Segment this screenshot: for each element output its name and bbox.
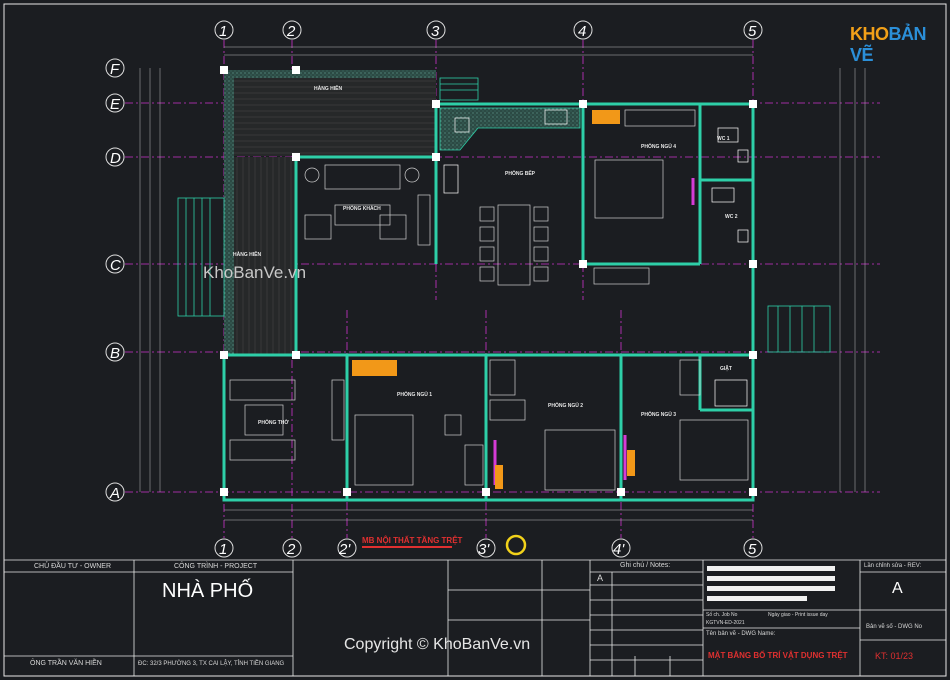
owner-label: CHỦ ĐẦU TƯ - OWNER [34, 563, 112, 570]
bedroom-4-furniture [592, 109, 696, 285]
north-arrow-icon [505, 534, 527, 556]
grid-col-top-1: 1 [219, 23, 227, 40]
grid-col-bottom-2p: 2' [338, 541, 351, 558]
grid-row-E: E [110, 96, 121, 113]
title-block-redacted-3 [707, 586, 835, 591]
title-block-redacted-2 [707, 576, 835, 581]
grid-col-top-4: 4 [578, 23, 586, 40]
grid-row-A: A [109, 485, 120, 502]
grid-col-top-5: 5 [748, 23, 757, 40]
project-label: CÔNG TRÌNH - PROJECT [174, 563, 258, 570]
room-label-kitchen: PHÒNG BẾP [505, 169, 536, 177]
living-room-furniture [304, 164, 431, 246]
grid-row-D: D [110, 150, 121, 167]
structural-columns [220, 66, 757, 496]
notes-rev: A [597, 573, 604, 583]
owner-name: ÔNG TRẦN VĂN HIỀN [30, 660, 102, 667]
rev-label: Lần chỉnh sửa - REV: [864, 563, 922, 569]
steps-top [439, 77, 479, 101]
dwg-name: MẶT BẰNG BỐ TRÍ VẬT DỤNG TRỆT [708, 651, 848, 660]
steps-left [177, 197, 225, 317]
grid-bubbles-bottom: 1 2 2' 3' 4' 5 [214, 538, 763, 558]
room-label-wc2: WC 2 [725, 214, 738, 220]
room-label-bedroom-4: PHÒNG NGỦ 4 [641, 142, 676, 150]
altar-room-furniture [229, 379, 345, 461]
rev-value: A [892, 580, 903, 597]
dimension-lines [139, 46, 866, 521]
title-block-redacted-4 [707, 596, 807, 601]
project-address: ĐC: 32/3 PHƯỜNG 3, TX CAI LẬY, TỈNH TIỀN… [138, 661, 285, 667]
dwg-no: KT: 01/23 [875, 651, 914, 661]
porch-stone-edge-top [224, 70, 436, 78]
steps-right [767, 305, 831, 353]
bedroom-2-furniture [489, 359, 616, 491]
drawing-title-underline [362, 546, 452, 548]
room-label-altar: PHÒNG THỜ [258, 418, 289, 426]
site-logo: KHOBẢN VẼ [850, 24, 927, 65]
grid-row-F: F [110, 61, 120, 78]
job-no: KGTVN-ED-2021 [706, 620, 745, 626]
watermark-mid: KhoBanVe.vn [203, 263, 306, 282]
notes-label: Ghi chú / Notes: [620, 562, 671, 569]
bedroom-3-furniture [623, 359, 749, 481]
copyright-watermark: Copyright © KhoBanVe.vn [344, 636, 531, 653]
title-block-redacted-1 [707, 566, 835, 571]
job-no-label: Số ch. Job No [706, 612, 738, 618]
grid-col-bottom-2: 2 [286, 541, 296, 558]
grid-row-B: B [110, 345, 120, 362]
grid-col-bottom-3p: 3' [478, 541, 490, 558]
wc-fixtures [711, 127, 749, 243]
porch-left-deck [224, 157, 296, 355]
laundry-machine [714, 379, 748, 407]
grid-col-bottom-1: 1 [219, 541, 227, 558]
room-label-bedroom-2: PHÒNG NGỦ 2 [548, 401, 583, 409]
dwg-name-label: Tên bản vẽ - DWG Name: [706, 631, 776, 637]
grid-col-bottom-4p: 4' [613, 541, 625, 558]
room-label-living: PHÒNG KHÁCH [343, 204, 381, 212]
drawing-title: MB NỘI THẤT TẦNG TRỆT [362, 535, 463, 545]
title-block-frame [4, 559, 946, 676]
room-label-bedroom-1: PHÒNG NGỦ 1 [397, 390, 432, 398]
room-label-bedroom-3: PHÒNG NGỦ 3 [641, 410, 676, 418]
grid-bubbles-top: 1 2 3 4 5 [214, 20, 763, 40]
grid-col-bottom-5: 5 [748, 541, 757, 558]
room-label-porch-left: HÀNG HIÊN [233, 250, 261, 258]
room-label-porch-top: HÀNG HIÊN [314, 84, 342, 92]
grid-row-C: C [110, 257, 121, 274]
grid-col-top-3: 3 [431, 23, 440, 40]
room-label-laundry: GIẶT [720, 365, 732, 372]
grid-bubbles-left: F E D C B A [105, 58, 125, 502]
dining-table [479, 204, 549, 286]
porch-top-deck [224, 70, 436, 156]
print-date-label: Ngày giao - Print issue day [768, 612, 828, 618]
room-label-wc1: WC 1 [717, 136, 730, 142]
kitchen-counter [439, 107, 581, 194]
sheet-border [3, 3, 947, 677]
walls [222, 102, 755, 502]
dwg-no-label: Bản vẽ số - DWG No [866, 624, 923, 630]
grid-col-top-2: 2 [286, 23, 296, 40]
porch-stone-edge-left [224, 70, 234, 355]
bedroom-1-furniture [352, 360, 484, 486]
project-name: NHÀ PHỐ [162, 580, 254, 602]
